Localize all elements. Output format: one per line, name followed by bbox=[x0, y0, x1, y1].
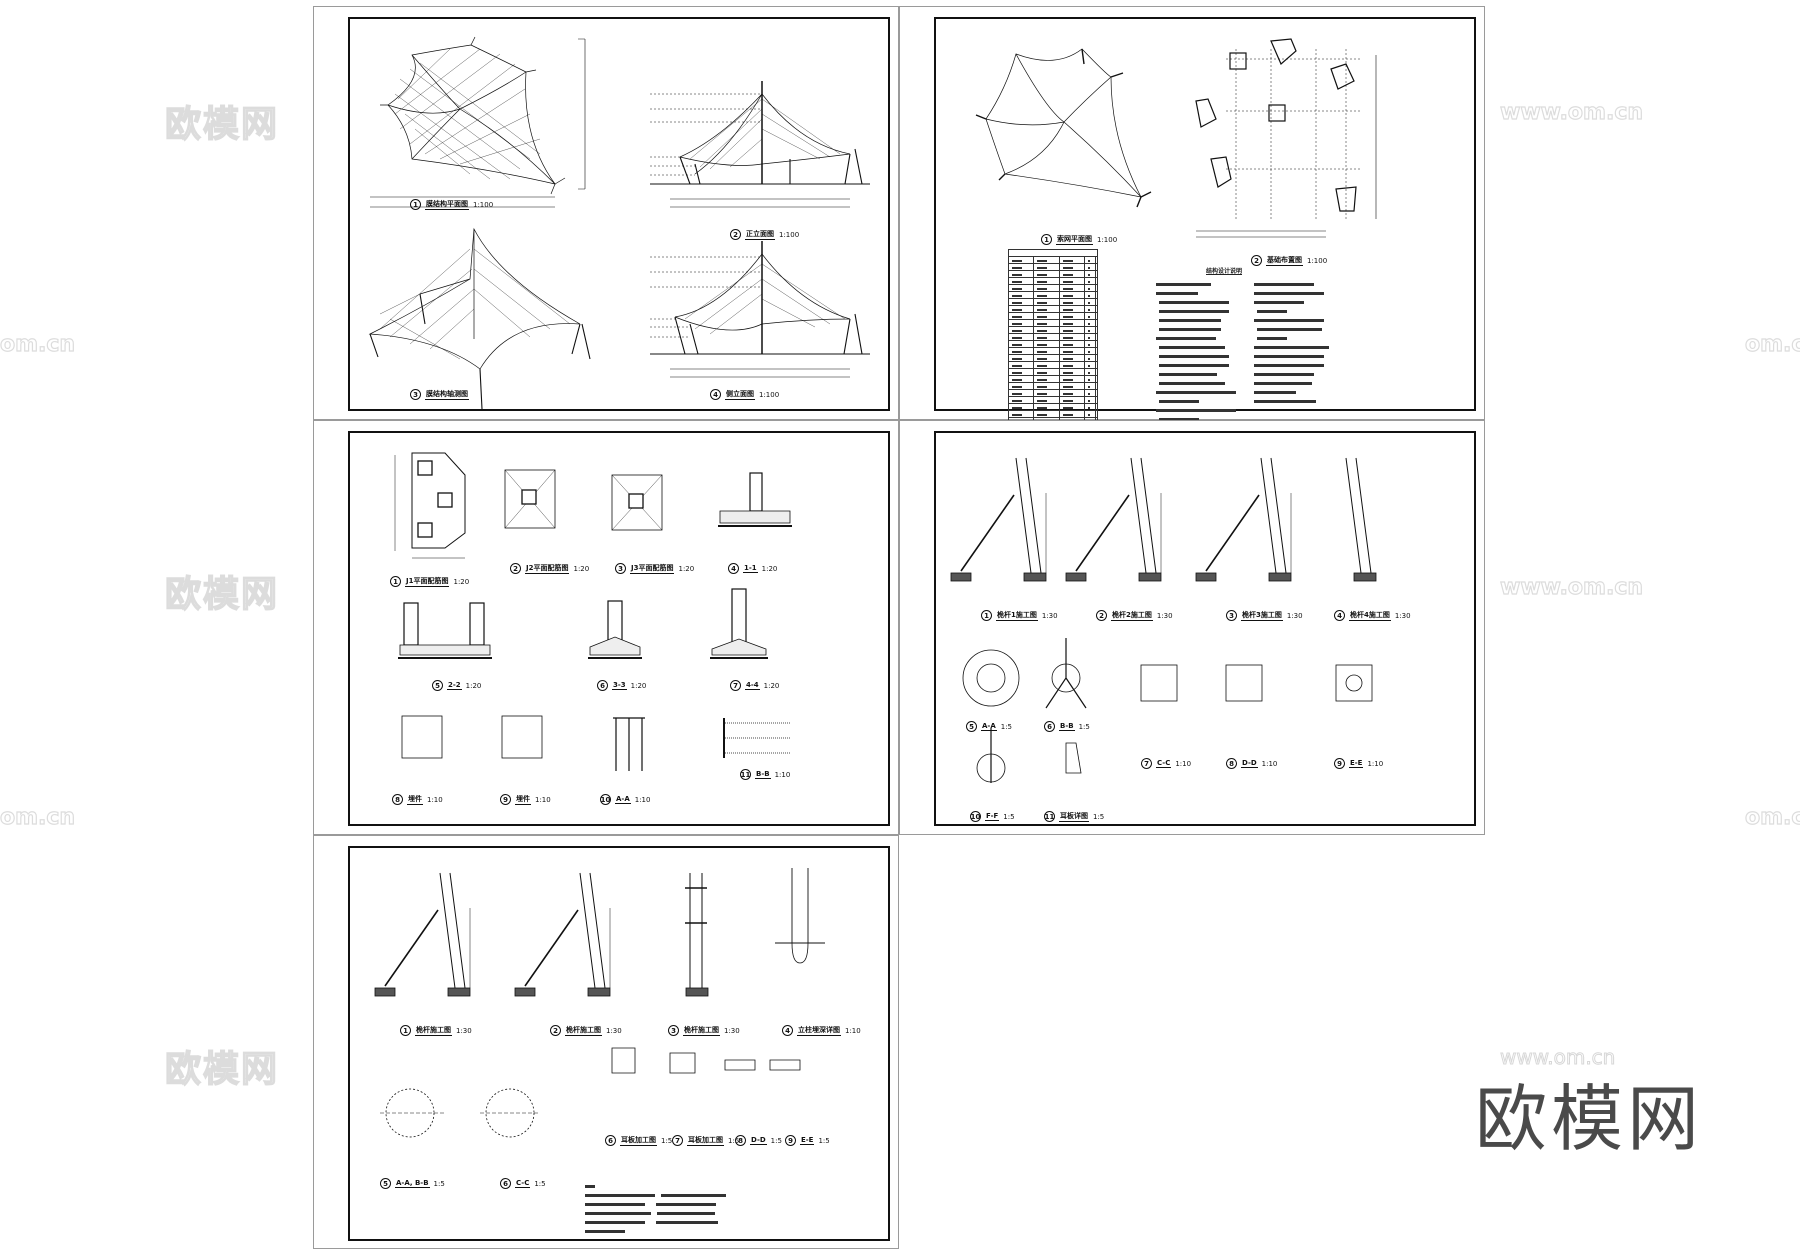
cable-and-foundation-plans bbox=[975, 38, 1377, 238]
foundation-details bbox=[394, 452, 792, 771]
table-row bbox=[1007, 263, 1098, 271]
table-row bbox=[1007, 326, 1098, 334]
table-row bbox=[1007, 305, 1098, 313]
table-row bbox=[1007, 284, 1098, 292]
watermark-url: om.cn bbox=[0, 331, 76, 357]
mast-details bbox=[950, 457, 1377, 783]
brand-logo: 欧模网 bbox=[1475, 1077, 1704, 1161]
table-row bbox=[1007, 298, 1098, 306]
table-row bbox=[1007, 312, 1098, 320]
drawing-caption: 2 基础布置图 1:100 bbox=[1251, 255, 1327, 266]
sheet-frame: 1 索网平面图 1:100 2 基础布置图 1:100 结构设计说明 bbox=[934, 17, 1476, 432]
watermark-url: om.cn bbox=[1744, 804, 1800, 830]
watermark-url: om.cn bbox=[1744, 331, 1800, 357]
notes-title: 结构设计说明 bbox=[1206, 268, 1243, 275]
drawing-caption: 3 膜结构轴测图 bbox=[410, 389, 469, 400]
table-row bbox=[1007, 361, 1098, 369]
membrane-drawings bbox=[368, 36, 870, 410]
watermark-brand: 欧模网 bbox=[164, 1048, 280, 1090]
table-row bbox=[1007, 333, 1098, 341]
watermark-url: www.om.cn bbox=[1499, 1045, 1616, 1070]
construction-notes bbox=[585, 1183, 726, 1237]
table-row bbox=[1007, 410, 1098, 418]
table-row bbox=[1007, 340, 1098, 348]
table-row bbox=[1007, 389, 1098, 397]
table-row bbox=[1007, 277, 1098, 285]
watermark-brand: 欧模网 bbox=[164, 573, 280, 615]
table-row bbox=[1007, 354, 1098, 362]
drawing-caption: 1 膜结构平面图 1:100 bbox=[410, 199, 493, 210]
table-row bbox=[1007, 347, 1098, 355]
watermark-brand: 欧模网 bbox=[164, 103, 280, 145]
watermark-url: www.om.cn bbox=[1499, 99, 1644, 125]
table-row bbox=[1007, 270, 1098, 278]
drawing-caption: 1 索网平面图 1:100 bbox=[1041, 234, 1117, 245]
table-row bbox=[1007, 291, 1098, 299]
table-row bbox=[1007, 368, 1098, 376]
drawing-sheet-1: 1 膜结构平面图 1:100 2 正立面图 1:100 3 膜结构轴测图 4 侧… bbox=[313, 6, 899, 420]
sheet-frame: 1 膜结构平面图 1:100 2 正立面图 1:100 3 膜结构轴测图 4 侧… bbox=[348, 17, 890, 411]
table-row bbox=[1007, 382, 1098, 390]
drawing-caption: 2 正立面图 1:100 bbox=[730, 229, 799, 240]
drawing-sheet-2: 1 索网平面图 1:100 2 基础布置图 1:100 结构设计说明 bbox=[899, 6, 1485, 432]
table-row bbox=[1007, 319, 1098, 327]
drawing-caption: 4 侧立面图 1:100 bbox=[710, 389, 779, 400]
watermark-url: www.om.cn bbox=[1499, 574, 1644, 600]
table-row bbox=[1007, 396, 1098, 404]
table-row bbox=[1007, 256, 1098, 264]
design-notes-left bbox=[1156, 281, 1236, 425]
table-row bbox=[1007, 403, 1098, 411]
material-table bbox=[1007, 249, 1098, 432]
table-row bbox=[1007, 375, 1098, 383]
watermark-url: om.cn bbox=[0, 804, 76, 830]
design-notes-right bbox=[1254, 281, 1329, 407]
mast-details-2 bbox=[374, 868, 825, 1138]
